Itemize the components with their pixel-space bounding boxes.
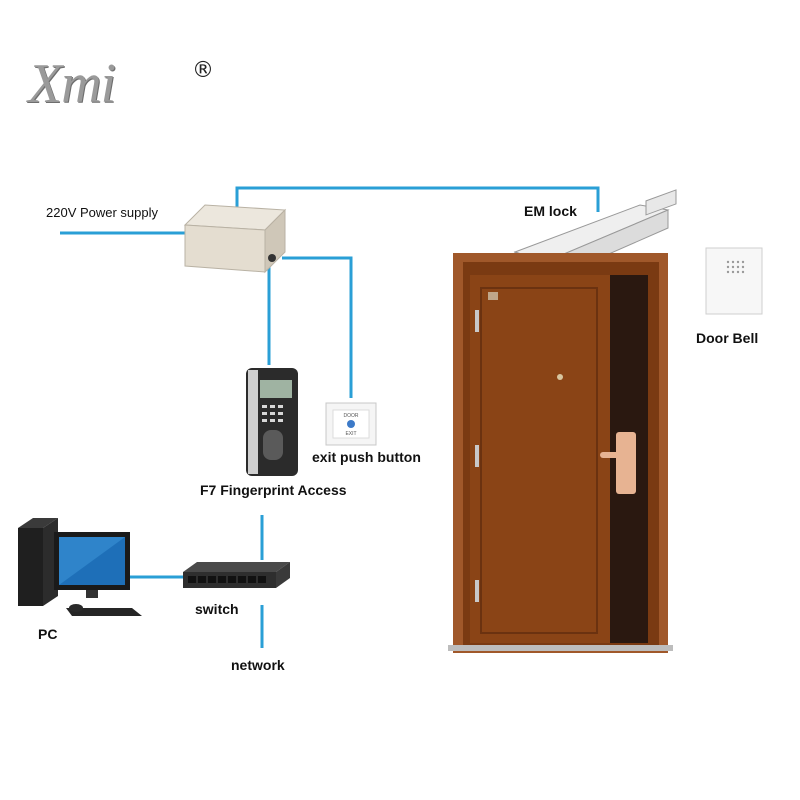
door-bell-label: Door Bell: [696, 330, 759, 346]
wires: [60, 186, 600, 648]
exit-button-icon: DOOR EXIT: [325, 402, 377, 446]
fingerprint-reader-icon: [246, 368, 298, 476]
wire-power-to-lock: [235, 186, 600, 212]
registered-mark: ®: [192, 58, 214, 83]
exit-button-label: exit push button: [312, 449, 421, 465]
door-icon: [448, 253, 673, 653]
power-supply-icon: [183, 204, 287, 274]
door-bell-icon: [705, 247, 763, 315]
network-label: network: [231, 657, 285, 673]
power-supply-label: 220V Power supply: [46, 205, 159, 220]
exit-button-bottom-text: EXIT: [345, 431, 356, 437]
brand-logo: Xmi: [28, 53, 116, 115]
wire-power-to-exit: [282, 256, 353, 398]
network-switch-icon: [183, 562, 290, 588]
pc-label: PC: [38, 626, 58, 642]
switch-label: switch: [195, 601, 239, 617]
fingerprint-label: F7 Fingerprint Access: [200, 482, 347, 498]
pc-icon: [18, 518, 142, 616]
exit-button-top-text: DOOR: [344, 413, 359, 419]
em-lock-label: EM lock: [524, 203, 577, 219]
